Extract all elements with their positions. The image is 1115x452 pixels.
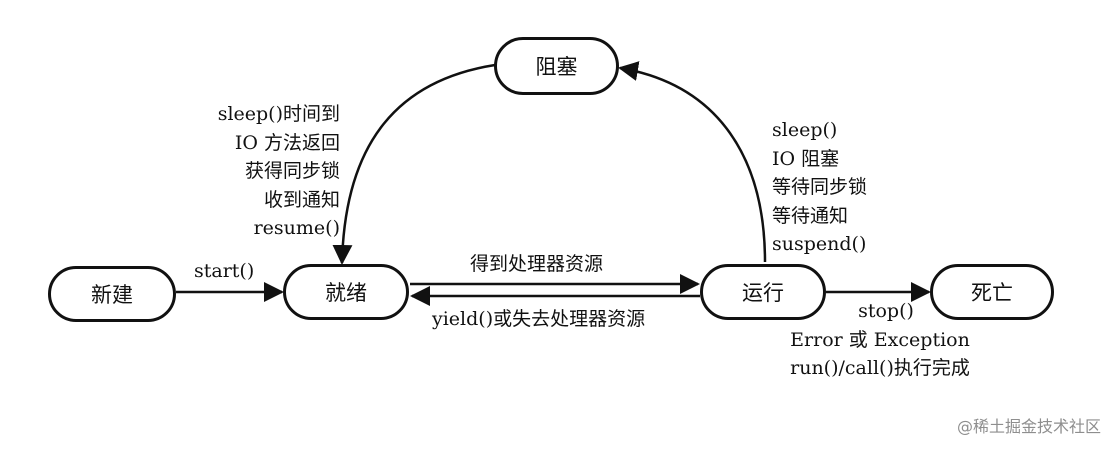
- label-yield: yield()或失去处理器资源: [432, 308, 646, 330]
- state-ready-label: 就绪: [325, 281, 367, 305]
- to-ready-line: sleep()时间到: [217, 103, 340, 125]
- state-running-label: 运行: [742, 281, 784, 305]
- state-new: 新建: [48, 266, 176, 322]
- state-blocked-label: 阻塞: [535, 55, 578, 79]
- to-ready-line: 获得同步锁: [244, 160, 340, 182]
- to-ready-line: 收到通知: [263, 188, 340, 211]
- to-blocked-line: suspend(): [772, 233, 867, 255]
- to-dead-line: run()/call()执行完成: [790, 357, 970, 379]
- state-ready: 就绪: [283, 264, 409, 320]
- state-blocked: 阻塞: [494, 37, 619, 95]
- watermark: @稀土掘金技术社区: [956, 417, 1101, 436]
- to-ready-line: IO 方法返回: [234, 131, 340, 154]
- label-to-dead: stop() Error 或 Exception run()/call()执行完…: [760, 297, 1000, 383]
- to-blocked-line: 等待通知: [772, 204, 849, 227]
- state-dead: 死亡: [930, 264, 1054, 320]
- to-dead-line: Error 或 Exception: [790, 328, 970, 351]
- to-blocked-line: sleep(): [772, 119, 838, 141]
- to-blocked-line: IO 阻塞: [772, 147, 840, 170]
- label-to-ready: sleep()时间到 IO 方法返回 获得同步锁 收到通知 resume(): [180, 100, 340, 243]
- to-blocked-line: 等待同步锁: [772, 176, 868, 198]
- label-to-blocked: sleep() IO 阻塞 等待同步锁 等待通知 suspend(): [772, 116, 867, 259]
- to-dead-line: stop(): [858, 300, 914, 322]
- label-get-cpu: 得到处理器资源: [470, 253, 604, 275]
- arrow-to-ready: [332, 63, 496, 265]
- label-start: start(): [194, 260, 255, 282]
- state-running: 运行: [700, 264, 826, 320]
- arrow-to-blocked: [618, 61, 767, 263]
- state-dead-label: 死亡: [971, 281, 1013, 305]
- state-new-label: 新建: [91, 283, 133, 307]
- to-ready-line: resume(): [253, 217, 340, 239]
